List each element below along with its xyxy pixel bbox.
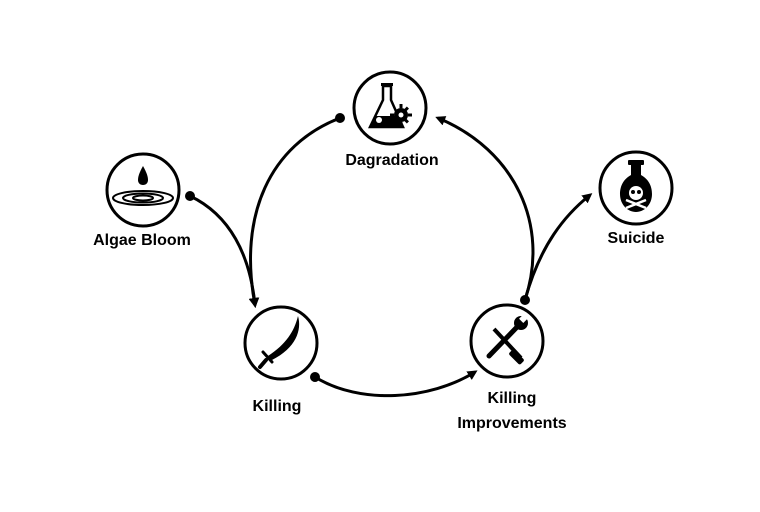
curved-sword-icon (258, 316, 300, 369)
poison-bottle-skull-icon (620, 160, 652, 212)
node-degradation (352, 70, 428, 146)
arrow-improvements-to-suicide (523, 193, 593, 301)
dot-killing-start (310, 372, 320, 382)
connector-dots (185, 113, 530, 382)
node-label-improvements-line2: Improvements (457, 415, 567, 432)
dot-degradation-start (335, 113, 345, 123)
wrench-screwdriver-icon (486, 313, 529, 365)
node-label-improvements-line1: Killing (487, 390, 537, 407)
arrow-improvements-to-degradation (435, 116, 535, 301)
dot-algae-start (185, 191, 195, 201)
node-label-degradation: Dagradation (345, 152, 439, 169)
node-suicide (598, 150, 674, 226)
water-drop-ripple-icon (112, 166, 174, 206)
node-label-killing: Killing (252, 398, 302, 415)
arrow-killing-to-improvements (314, 370, 478, 398)
node-label-suicide: Suicide (607, 230, 665, 247)
node-label-killing-improvements: Killing Improvements (440, 386, 584, 436)
flask-gear-icon (368, 83, 412, 129)
arrow-degradation-to-killing (248, 116, 341, 308)
connectors (189, 116, 593, 398)
node-label-algae-bloom: Algae Bloom (93, 232, 191, 249)
node-algae (105, 152, 181, 228)
node-killing (243, 305, 319, 381)
node-improvements (469, 303, 545, 379)
dot-improvements-start (520, 295, 530, 305)
